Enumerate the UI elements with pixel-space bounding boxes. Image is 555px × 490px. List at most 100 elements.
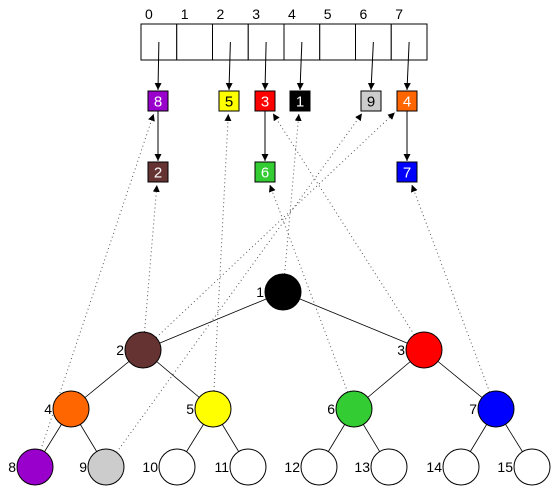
tree-node-circle	[124, 331, 162, 369]
pointer-slot-2	[225, 41, 233, 91]
tree-node-label: 15	[497, 459, 513, 475]
tree-node-circle	[229, 448, 267, 486]
bucket-box-fill	[147, 90, 169, 112]
tree-node-4: 4	[44, 390, 90, 428]
tree-node-3: 3	[397, 331, 443, 369]
pointer-slot-6	[367, 41, 375, 91]
tree-node-13: 13	[354, 448, 408, 486]
tree-node-label: 11	[214, 459, 229, 475]
bucket-box-label: 5	[225, 94, 233, 111]
bucket-box-fill	[254, 161, 276, 183]
array-index-5: 5	[324, 6, 332, 22]
array-index-3: 3	[252, 6, 260, 22]
tree-node-circle	[335, 390, 373, 428]
tree-node-circle	[477, 390, 515, 428]
tree-node-14: 14	[426, 448, 480, 486]
tree-node-11: 11	[214, 448, 267, 486]
link-n5-to-b5	[213, 113, 232, 392]
bucket-box-6: 6	[254, 161, 276, 183]
bucket-box-7: 7	[396, 161, 418, 183]
array-index-1: 1	[181, 6, 189, 22]
tree-node-label: 2	[116, 342, 124, 358]
tree-node-circle	[442, 448, 480, 486]
bucket-box-label: 9	[367, 94, 375, 111]
tree-node-1: 1	[256, 273, 302, 311]
bucket-box-label: 4	[403, 94, 411, 111]
bucket-box-label: 1	[296, 94, 304, 111]
tree-node-label: 4	[44, 401, 52, 417]
tree-node-label: 1	[256, 284, 264, 300]
bucket-box-fill	[254, 90, 276, 112]
tree-node-label: 6	[327, 401, 335, 417]
tree-node-circle	[513, 448, 551, 486]
tree-node-8: 8	[8, 448, 54, 486]
bucket-box-3: 3	[254, 90, 276, 112]
tree-node-15: 15	[497, 448, 551, 486]
bucket-box-5: 5	[218, 90, 240, 112]
tree-node-label: 9	[79, 459, 87, 475]
array-cell-5	[319, 23, 356, 61]
bucket-box-fill	[396, 161, 418, 183]
array-index-0: 0	[145, 6, 153, 22]
tree-node-2: 2	[116, 331, 162, 369]
tree-node-6: 6	[327, 390, 373, 428]
tree-node-circle	[405, 331, 443, 369]
bucket-box-2: 2	[147, 161, 169, 183]
bucket-box-fill	[289, 90, 311, 112]
link-n9-to-b9	[116, 113, 363, 453]
bucket-box-8: 8	[147, 90, 169, 112]
array-index-4: 4	[288, 6, 296, 22]
tree-edge-n1-n3	[282, 291, 425, 351]
bucket-box-1: 1	[289, 90, 311, 112]
bucket-box-fill	[396, 90, 418, 112]
node-to-box-links	[40, 112, 491, 453]
array-index-labels: 0 1 2 3 4 5 6 7	[145, 6, 403, 22]
bucket-box-fill	[218, 90, 240, 112]
bucket-boxes: 8 5 3 1 9 4 2 6 7	[147, 90, 418, 183]
tree-node-12: 12	[284, 448, 338, 486]
link-n6-to-b6	[268, 184, 349, 393]
tree-node-label: 10	[142, 459, 158, 475]
array-index-6: 6	[360, 6, 368, 22]
tree-node-label: 7	[469, 401, 477, 417]
pointer-arrows	[154, 41, 411, 161]
bucket-box-fill	[360, 90, 382, 112]
bucket-box-label: 7	[403, 165, 411, 182]
tree-node-circle	[87, 448, 125, 486]
bucket-box-label: 8	[154, 94, 162, 111]
array-cell-1	[176, 23, 213, 61]
link-n2-to-b4	[155, 112, 396, 339]
link-n7-to-b7	[410, 184, 491, 393]
link-n1-to-b1	[284, 113, 302, 275]
tree-node-circle	[194, 390, 232, 428]
pointer-slot-0	[154, 41, 162, 91]
tree-node-label: 14	[426, 459, 442, 475]
bucket-box-label: 2	[154, 165, 162, 182]
bucket-box-fill	[147, 161, 169, 183]
tree-node-label: 13	[354, 459, 370, 475]
tree-node-label: 12	[284, 459, 300, 475]
bucket-box-4: 4	[396, 90, 418, 112]
tree-node-circle	[16, 448, 54, 486]
tree-node-10: 10	[142, 448, 196, 486]
tree-edge-n1-n2	[142, 291, 284, 351]
tree-node-circle	[52, 390, 90, 428]
array-index-2: 2	[217, 6, 225, 22]
bucket-box-label: 6	[261, 165, 269, 182]
tree-node-circle	[300, 448, 338, 486]
tree-node-label: 8	[8, 459, 16, 475]
tree-node-label: 3	[397, 342, 405, 358]
tree-node-circle	[264, 273, 302, 311]
pointer-slot-7	[403, 41, 411, 91]
tree-edges	[34, 291, 533, 468]
array-index-7: 7	[395, 6, 403, 22]
link-n2-to-b2	[144, 184, 160, 333]
bucket-box-label: 3	[261, 94, 269, 111]
tree-node-circle	[158, 448, 196, 486]
tree-node-circle	[370, 448, 408, 486]
pointer-slot-3	[261, 41, 269, 91]
array-cells	[140, 23, 428, 61]
pointer-slot-4	[296, 41, 304, 91]
